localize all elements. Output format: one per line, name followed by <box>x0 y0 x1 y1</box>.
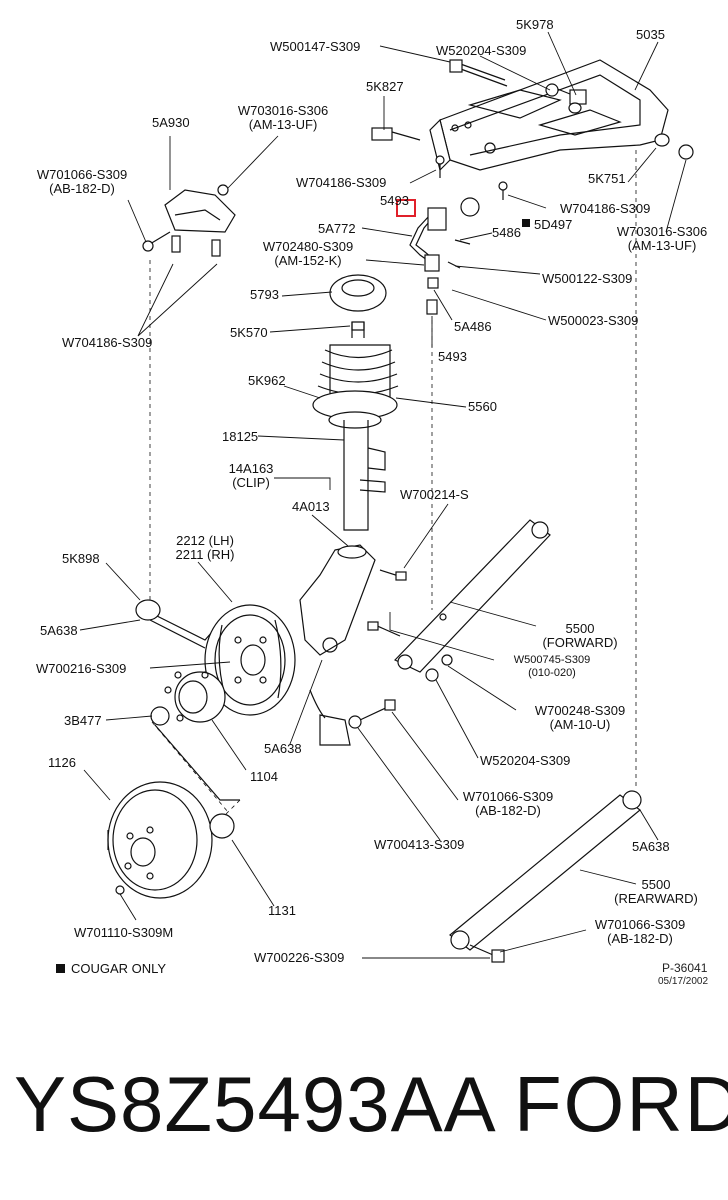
label-w700226: W700226-S309 <box>254 950 345 965</box>
ref-code: P-36041 <box>662 961 708 975</box>
label-5035: 5035 <box>636 27 665 42</box>
part-number: YS8Z5493AA <box>14 1060 497 1148</box>
lower-bolts <box>348 699 396 729</box>
label-5a486: 5A486 <box>454 319 492 334</box>
label-4a013: 4A013 <box>292 499 330 514</box>
label-1126: 1126 <box>48 755 76 770</box>
label-w702480: W702480-S309(AM-152-K) <box>262 239 354 268</box>
brake-backing-plate <box>204 604 296 716</box>
label-w500745: W500745-S309(010-020) <box>513 654 591 679</box>
label-w700214: W700214-S <box>400 487 469 502</box>
label-w703016-right: W703016-S306(AM-13-UF) <box>616 224 708 253</box>
legend-text: COUGAR ONLY <box>71 961 167 976</box>
crossmember <box>429 59 669 172</box>
forward-lateral-arm <box>393 519 551 682</box>
label-w704186-right: W704186-S309 <box>560 201 651 216</box>
label-w700216: W700216-S309 <box>36 661 127 676</box>
label-5a638-left: 5A638 <box>40 623 78 638</box>
label-w701066-right: W701066-S309(AB-182-D) <box>594 917 686 946</box>
top-bolts <box>371 59 587 141</box>
label-5d497: 5D497 <box>534 217 573 232</box>
right-bushings <box>435 133 694 217</box>
knuckle <box>299 544 407 746</box>
label-5k570: 5K570 <box>230 325 268 340</box>
upper-mount-bracket <box>142 184 236 257</box>
label-w703016-left: W703016-S306(AM-13-UF) <box>237 103 329 132</box>
label-w500122: W500122-S309 <box>542 271 633 286</box>
label-w500023: W500023-S309 <box>548 313 639 328</box>
label-5486: 5486 <box>492 225 521 240</box>
label-5k978: 5K978 <box>516 17 554 32</box>
label-5a930: 5A930 <box>152 115 190 130</box>
label-3b477: 3B477 <box>64 713 102 728</box>
label-5560: 5560 <box>468 399 497 414</box>
cougar-only-marker <box>522 219 530 227</box>
label-w520204-top: W520204-S309 <box>436 43 527 58</box>
label-5k898: 5K898 <box>62 551 100 566</box>
label-5k962: 5K962 <box>248 373 286 388</box>
label-5a772: 5A772 <box>318 221 356 236</box>
label-5k751: 5K751 <box>588 171 626 186</box>
label-w700248: W700248-S309(AM-10-U) <box>534 703 626 732</box>
label-w701110: W701110-S309M <box>74 925 174 940</box>
stabilizer-link <box>409 207 471 315</box>
label-18125: 18125 <box>222 429 259 444</box>
label-5500-rearward: 5500(REARWARD) <box>614 877 698 906</box>
label-w700413: W700413-S309 <box>374 837 465 852</box>
label-5a638-right: 5A638 <box>632 839 670 854</box>
label-w704186-mid: W704186-S309 <box>296 175 387 190</box>
label-2212-2211: 2212 (LH)2211 (RH) <box>175 533 235 562</box>
label-w701066-bottom: W701066-S309(AB-182-D) <box>462 789 554 818</box>
label-5500-forward: 5500(FORWARD) <box>542 621 618 650</box>
label-w520204-bottom: W520204-S309 <box>480 753 571 768</box>
label-5a638-mid: 5A638 <box>264 741 302 756</box>
legend: COUGAR ONLY <box>56 961 166 976</box>
label-5493-top: 5493 <box>380 193 409 208</box>
ref-date: 05/17/2002 <box>658 976 709 987</box>
trailing-link <box>135 599 213 649</box>
label-1104: 1104 <box>250 769 278 784</box>
label-5793: 5793 <box>250 287 279 302</box>
label-1131: 1131 <box>268 903 296 918</box>
label-14a163: 14A163(CLIP) <box>228 461 274 490</box>
strut-assembly <box>312 274 399 531</box>
legend-square-icon <box>56 964 65 973</box>
alignment-lines <box>149 150 637 815</box>
brand-name: FORD <box>514 1060 728 1148</box>
label-w500147: W500147-S309 <box>270 39 361 54</box>
label-w704186-left: W704186-S309 <box>62 335 153 350</box>
hub-bearing <box>150 671 240 801</box>
highlight-box <box>396 199 416 217</box>
label-5493-bottom: 5493 <box>438 349 467 364</box>
suspension-diagram <box>79 31 694 963</box>
label-5k827: 5K827 <box>366 79 404 94</box>
brake-drum <box>107 781 235 899</box>
leader-lines <box>79 31 687 959</box>
label-w701066-left: W701066-S309(AB-182-D) <box>36 167 128 196</box>
